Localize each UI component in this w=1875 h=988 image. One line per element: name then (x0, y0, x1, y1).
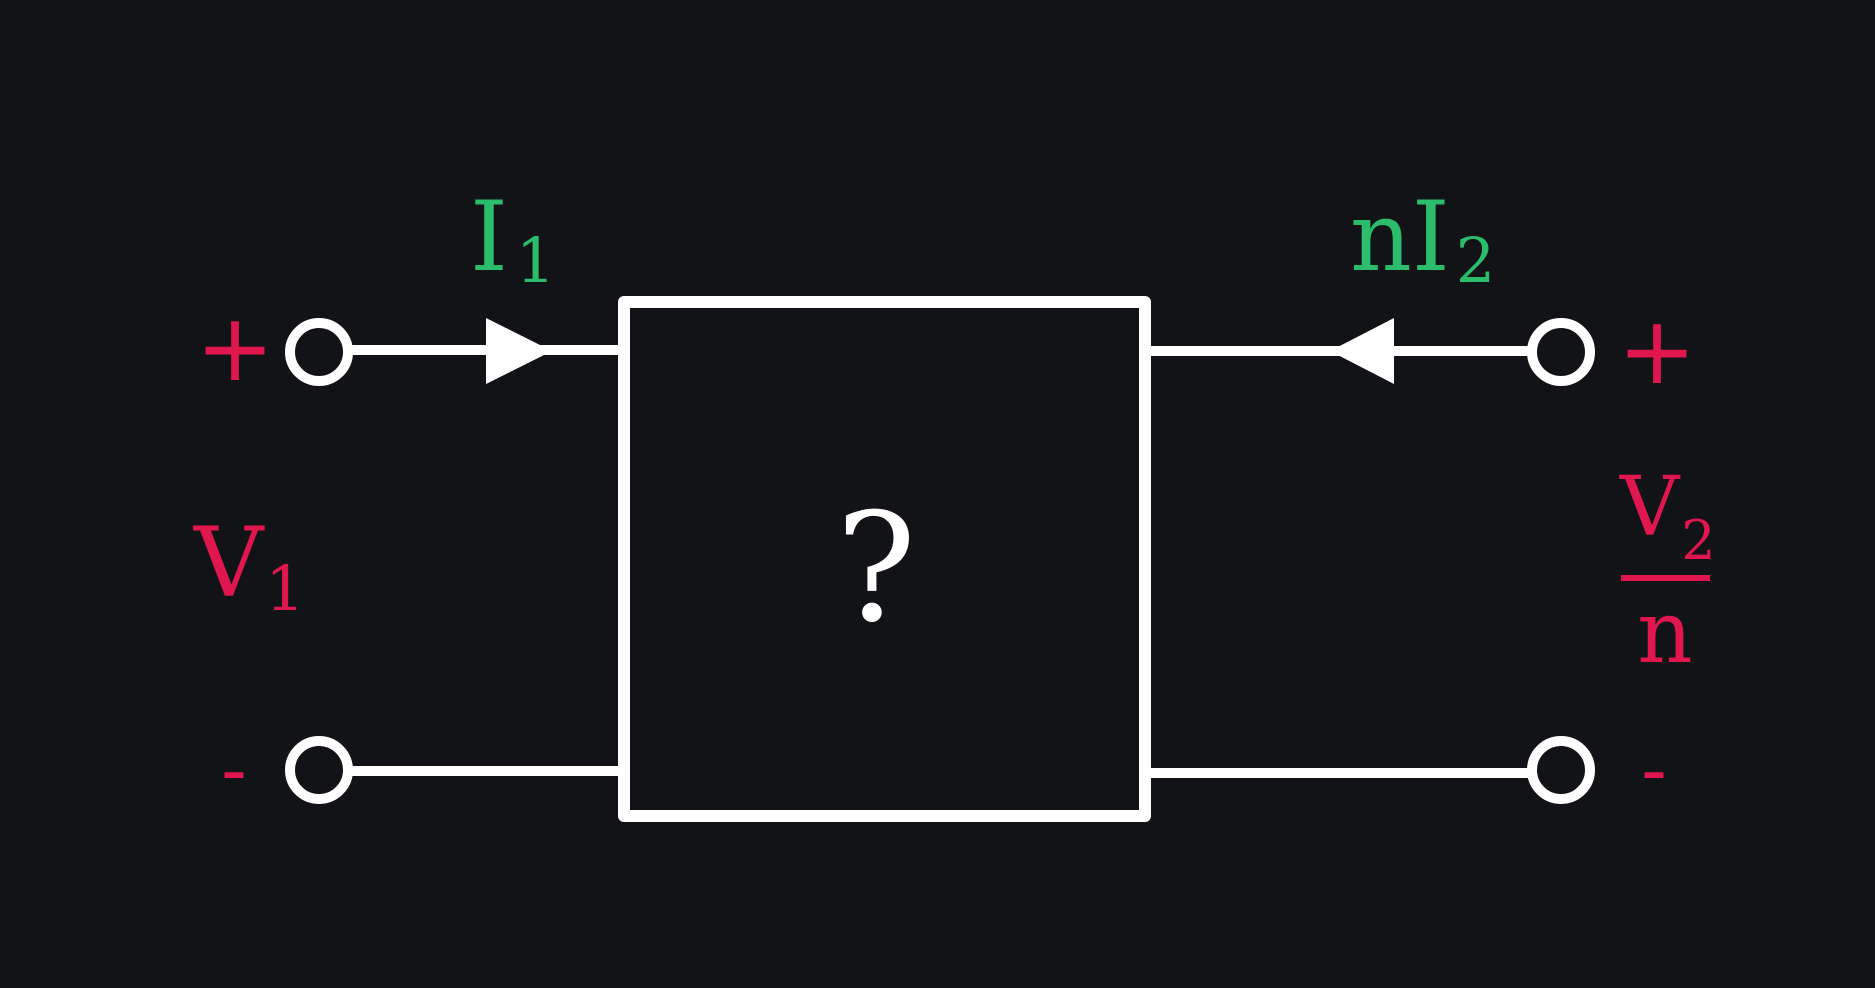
port1-plus-sign: + (196, 294, 275, 403)
port2-bottom-terminal (1527, 736, 1595, 804)
port2-voltage-denominator: n (1637, 583, 1692, 683)
port1-current-subscript: 1 (516, 224, 555, 297)
port2-minus-sign: - (1641, 728, 1667, 812)
port1-voltage-main: V (193, 507, 265, 619)
port1-current-main: I (470, 181, 508, 293)
port2-voltage-subscript: 2 (1681, 509, 1715, 572)
port1-voltage-label: V1 (193, 507, 305, 625)
port2-current-label: nI2 (1350, 181, 1495, 297)
network-box (618, 296, 1151, 822)
port2-voltage-numerator: V2 (1619, 460, 1716, 572)
port2-top-terminal (1527, 318, 1595, 386)
port2-current-subscript: 2 (1456, 224, 1495, 297)
port2-current-main: nI (1350, 181, 1450, 293)
port1-bottom-terminal (285, 736, 353, 804)
port1-minus-sign: - (221, 728, 247, 812)
port2-plus-sign: + (1618, 297, 1697, 406)
port1-voltage-subscript: 1 (265, 552, 304, 625)
port2-current-arrow (1330, 318, 1394, 384)
network-box-symbol: ? (836, 482, 916, 656)
port2-voltage-main: V (1619, 460, 1681, 555)
port1-top-terminal (285, 318, 353, 386)
port1-current-arrow (486, 318, 552, 384)
